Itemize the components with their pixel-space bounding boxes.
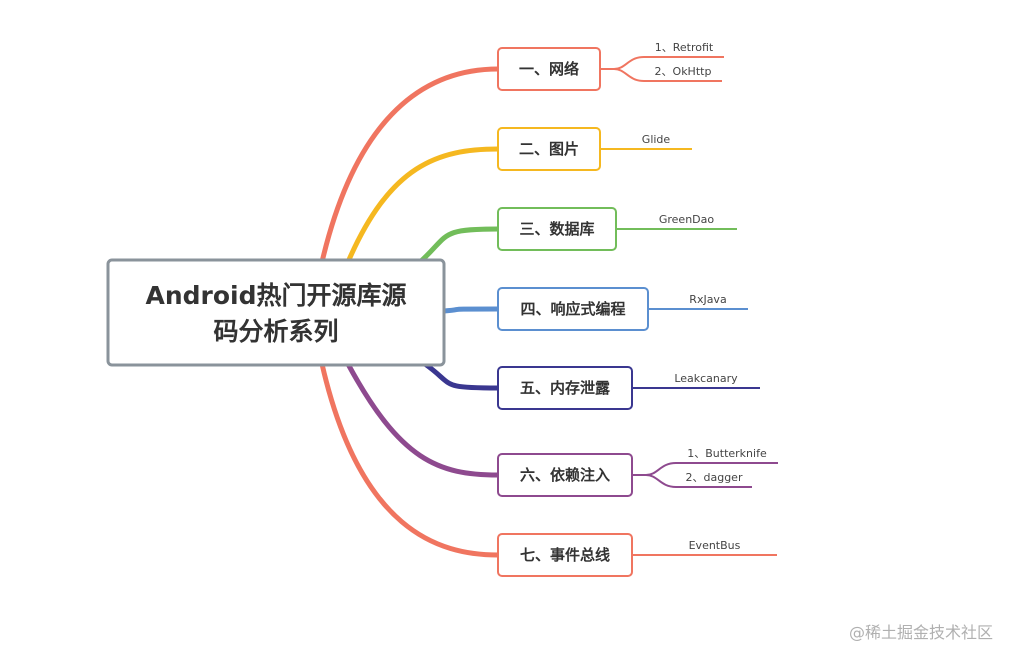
leaf-label-7-1: EventBus <box>689 539 741 552</box>
connector-branch-3 <box>417 226 501 265</box>
leaf-line-1-2 <box>613 68 722 82</box>
leaf-label-5-1: Leakcanary <box>674 372 738 385</box>
branch-label-1: 一、网络 <box>519 60 579 78</box>
leaf-label-6-1: 1、Butterknife <box>687 447 767 460</box>
connector-branch-1 <box>319 66 501 265</box>
leaf-layer: 1、Retrofit 2、OkHttpGlideGreenDaoRxJavaLea… <box>600 41 778 556</box>
leaf-label-6-2: 2、dagger <box>686 471 743 484</box>
leaf-label-1-1: 1、Retrofit <box>655 41 714 54</box>
branch-label-2: 二、图片 <box>519 140 579 158</box>
watermark: @稀土掘金技术社区 <box>848 623 993 642</box>
leaf-label-4-1: RxJava <box>689 293 726 306</box>
connector-branch-5 <box>422 361 501 391</box>
branch-node-7[interactable] <box>497 533 633 577</box>
branch-node-5[interactable] <box>497 366 633 410</box>
branch-node-3[interactable] <box>497 207 617 251</box>
connector-branch-6 <box>345 361 501 478</box>
connector-branch-2 <box>345 146 501 265</box>
branch-node-4[interactable] <box>497 287 649 331</box>
root-node: Android热门开源库源 码分析系列 <box>106 258 446 367</box>
connector-branch-7 <box>319 361 501 558</box>
root-box <box>106 258 446 367</box>
leaf-line-6-2 <box>645 474 752 488</box>
branch-label-6: 六、依赖注入 <box>520 466 610 484</box>
leaf-label-2-1: Glide <box>642 133 671 146</box>
branch-node-6[interactable] <box>497 453 633 497</box>
branch-node-2[interactable] <box>497 127 601 171</box>
leaf-label-3-1: GreenDao <box>659 213 715 226</box>
branch-label-5: 五、内存泄露 <box>520 379 611 397</box>
connector-branch-4 <box>441 306 501 314</box>
branch-label-7: 七、事件总线 <box>520 546 610 564</box>
branch-label-3: 三、数据库 <box>519 220 594 238</box>
root-title-line1: Android热门开源库源 <box>145 281 406 310</box>
root-title-line2: 码分析系列 <box>213 317 338 346</box>
branch-connectors <box>319 66 501 558</box>
branch-label-4: 四、响应式编程 <box>520 300 625 318</box>
leaf-label-1-2: 2、OkHttp <box>655 65 712 78</box>
branch-node-1[interactable] <box>497 47 601 91</box>
